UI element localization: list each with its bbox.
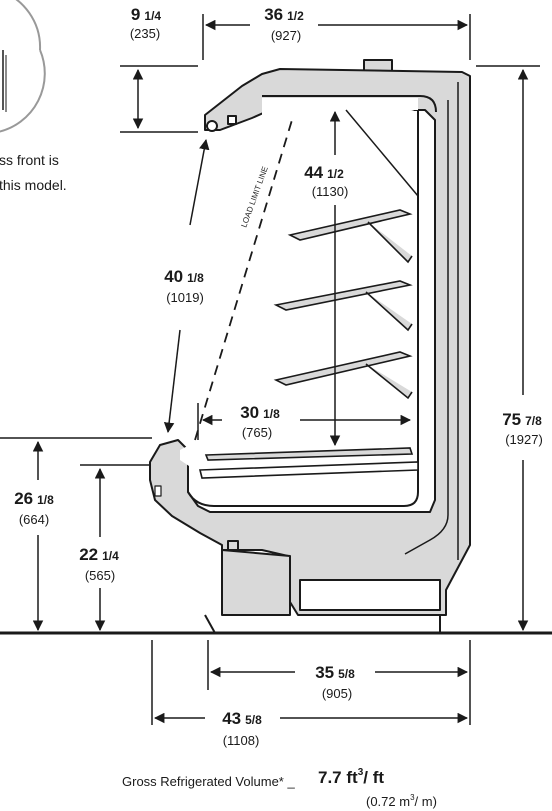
dim-22-1-4-mm: (565) bbox=[85, 568, 115, 583]
dimension-lines bbox=[0, 14, 540, 725]
gross-volume-metric: (0.72 m3/ m) bbox=[366, 793, 437, 809]
dim-36-1-2-mm: (927) bbox=[271, 28, 301, 43]
dim-75-7-8-mm: (1927) bbox=[505, 432, 543, 447]
gross-volume-label: Gross Refrigerated Volume* _ bbox=[122, 774, 295, 789]
dim-30-1-8-mm: (765) bbox=[242, 425, 272, 440]
case-body bbox=[149, 59, 471, 634]
dim-35-5-8-mm: (905) bbox=[322, 686, 352, 701]
dim-26-1-8-mm: (664) bbox=[19, 512, 49, 527]
dim-9-1-4-mm: (235) bbox=[130, 26, 160, 41]
glass-front-callout bbox=[0, 0, 46, 133]
shelves bbox=[198, 209, 419, 479]
dim-40-1-8-mm: (1019) bbox=[166, 290, 204, 305]
callout-line-1: ss front is bbox=[0, 152, 59, 168]
dim-44-1-2-mm: (1130) bbox=[312, 184, 349, 199]
gross-volume-value: 7.7 ft3/ ft bbox=[318, 767, 384, 787]
load-limit-line bbox=[194, 119, 293, 441]
callout-line-2: this model. bbox=[0, 177, 67, 193]
dim-43-5-8-mm: (1108) bbox=[223, 733, 260, 748]
